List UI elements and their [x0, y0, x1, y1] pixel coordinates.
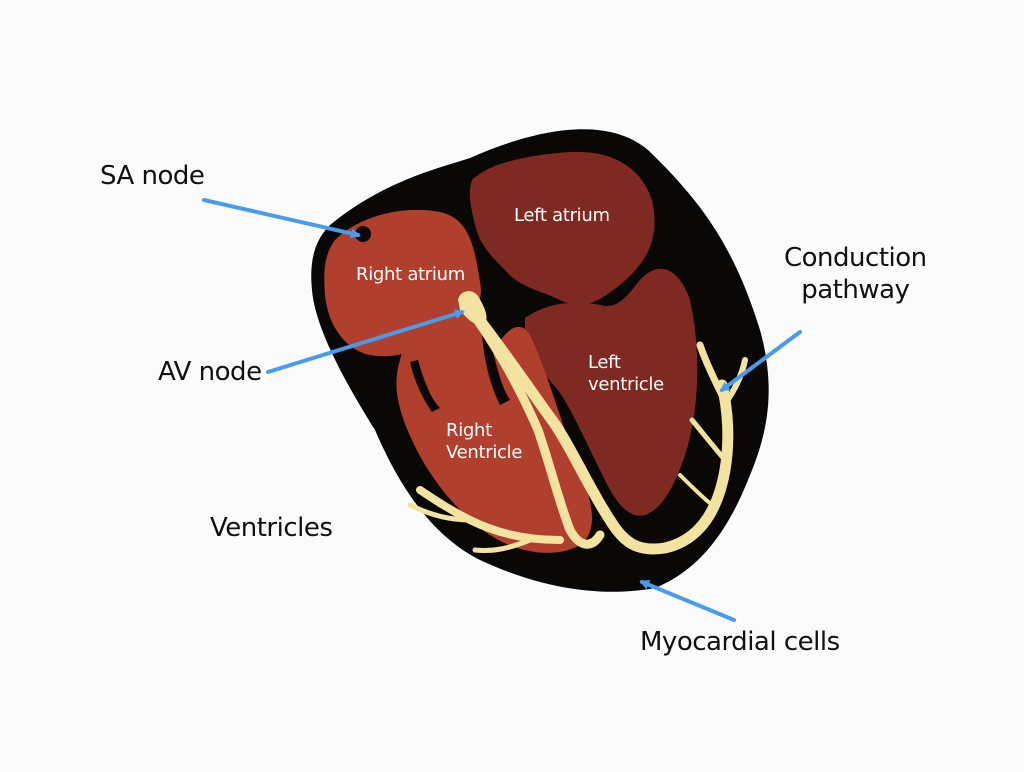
- right-ventricle-line1: Right: [446, 420, 492, 441]
- ventricles-label: Ventricles: [210, 513, 333, 543]
- sa-node-label: SA node: [100, 161, 205, 191]
- septum-gap: [410, 360, 440, 412]
- av-node-label: AV node: [158, 357, 262, 387]
- septum-gap: [482, 330, 510, 405]
- conduction-pathway: [407, 299, 748, 555]
- myocardial-cells-label: Myocardial cells: [640, 627, 840, 657]
- myocardial-arrow: [639, 580, 736, 622]
- av-node: [458, 291, 487, 325]
- left-ventricle-chamber: [525, 268, 698, 516]
- left-ventricle-label: Left ventricle: [588, 352, 664, 396]
- conduction-arrow: [719, 330, 802, 392]
- right-ventricle-chamber: [396, 308, 593, 553]
- left-atrium-label: Left atrium: [514, 205, 610, 226]
- conduction-label-line1: Conduction: [784, 243, 927, 273]
- av-node-arrow: [266, 309, 465, 374]
- left-ventricle-line1: Left: [588, 352, 621, 373]
- right-ventricle-label: Right Ventricle: [446, 420, 522, 464]
- left-atrium-chamber: [469, 151, 655, 305]
- left-ventricle-line2: ventricle: [588, 374, 664, 395]
- conduction-label-line2: pathway: [801, 275, 910, 305]
- right-atrium-label: Right atrium: [356, 264, 465, 285]
- sa-node-arrow: [202, 198, 361, 239]
- pointer-arrows: [202, 198, 802, 622]
- right-ventricle-line2: Ventricle: [446, 442, 523, 463]
- conduction-pathway-label: Conduction pathway: [784, 242, 927, 306]
